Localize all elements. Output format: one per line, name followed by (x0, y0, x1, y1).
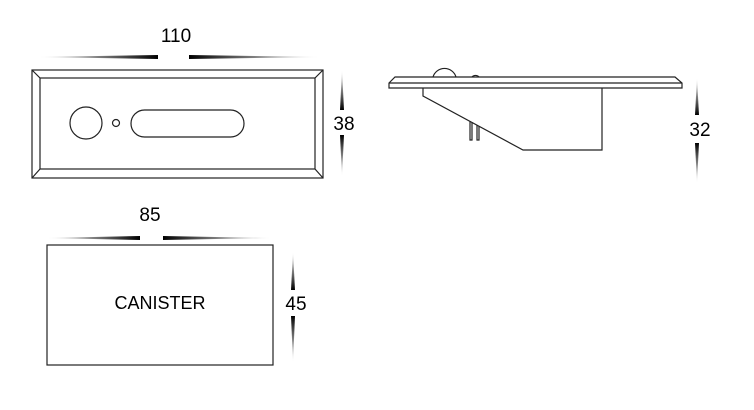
dim-arrow-down (340, 135, 344, 176)
faceplate-inner (39, 77, 316, 170)
dim-arrow-left (38, 55, 158, 59)
canister-view: CANISTER 85 45 (46, 205, 307, 366)
canister-height-dimension: 45 (285, 294, 306, 315)
dim-arrow-down (695, 143, 699, 183)
sensor-lens (69, 106, 103, 140)
indicator-hole (111, 118, 121, 128)
dim-arrow-left (47, 236, 140, 240)
dim-arrow-right (163, 236, 272, 240)
faceplate-outline (31, 69, 324, 179)
dim-arrow-up (340, 70, 344, 110)
dim-arrow-right (189, 55, 320, 59)
canister-outline (46, 244, 274, 366)
connector-pins (469, 121, 480, 141)
dim-arrow-up (695, 78, 699, 115)
sensor-dome (432, 67, 457, 78)
depth-dimension: 32 (689, 120, 710, 141)
canister-width-dimension: 85 (139, 205, 160, 226)
side-view: 32 (388, 67, 711, 183)
canister-label: CANISTER (114, 293, 205, 313)
light-slot (130, 109, 245, 138)
front-view: 110 38 (31, 26, 355, 179)
height-dimension: 38 (333, 114, 354, 135)
dim-arrow-down (291, 316, 295, 362)
width-dimension: 110 (161, 26, 191, 47)
bevel-lines (31, 69, 324, 179)
housing-profile (422, 88, 603, 151)
dim-arrow-up (291, 252, 295, 290)
